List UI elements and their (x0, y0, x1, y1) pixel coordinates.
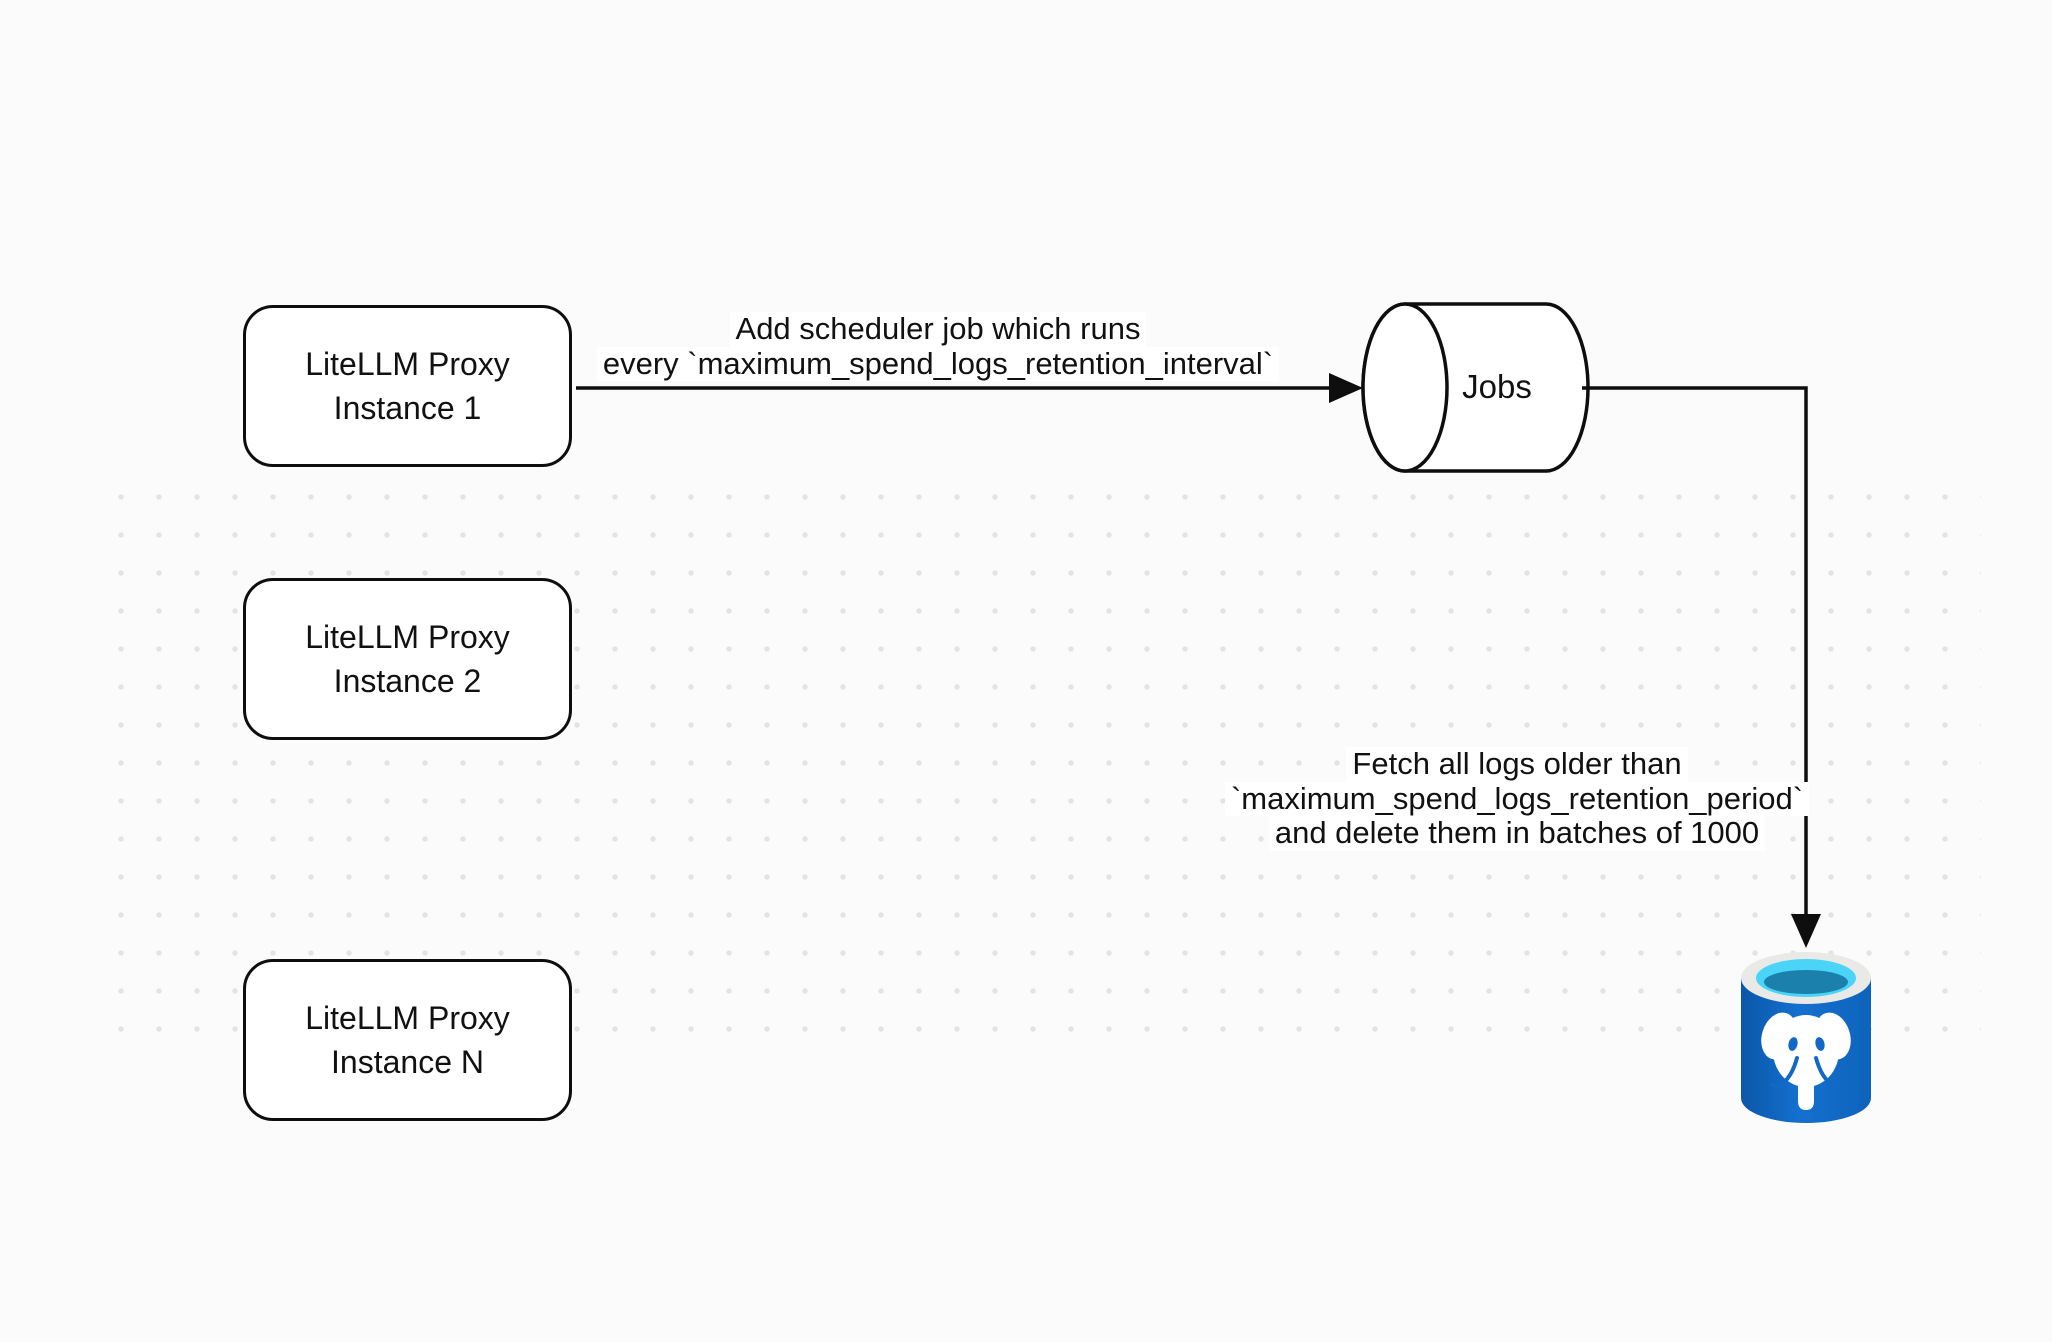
arrowhead-right-icon (1329, 373, 1363, 403)
node-label-line: LiteLLM Proxy (305, 346, 510, 382)
node-label-line: Instance 1 (333, 390, 482, 426)
node-label-line: Instance N (331, 1044, 484, 1080)
edge-label-scheduler: Add scheduler job which runs every `maxi… (538, 311, 1338, 381)
edge-label-line: and delete them in batches of 1000 (1268, 815, 1766, 851)
postgresql-database-icon (1741, 952, 1871, 1123)
node-litellm-proxy-instance-1: LiteLLM Proxy Instance 1 (243, 305, 572, 467)
node-label-line: Instance 2 (333, 663, 482, 699)
node-litellm-proxy-instance-n: LiteLLM Proxy Instance N (243, 959, 572, 1121)
node-litellm-proxy-instance-2: LiteLLM Proxy Instance 2 (243, 578, 572, 740)
node-label-line: LiteLLM Proxy (305, 619, 510, 655)
arrowhead-down-icon (1791, 914, 1821, 948)
edge-label-line: every `maximum_spend_logs_retention_inte… (596, 346, 1280, 381)
jobs-node-label: Jobs (1462, 368, 1532, 405)
node-label-line: LiteLLM Proxy (305, 1000, 510, 1036)
postgres-elephant-logo (1761, 1012, 1851, 1110)
edge-label-fetch-delete: Fetch all logs older than `maximum_spend… (1167, 746, 1867, 851)
edge-label-line: Add scheduler job which runs (729, 311, 1147, 347)
arrow-jobs-to-postgres (1582, 386, 1821, 948)
arrow-proxy1-to-jobs (576, 373, 1363, 403)
edge-label-line: Fetch all logs older than (1346, 746, 1688, 782)
edge-label-line: `maximum_spend_logs_retention_period` (1224, 781, 1810, 816)
jobs-cylinder-shape (1361, 302, 1590, 473)
